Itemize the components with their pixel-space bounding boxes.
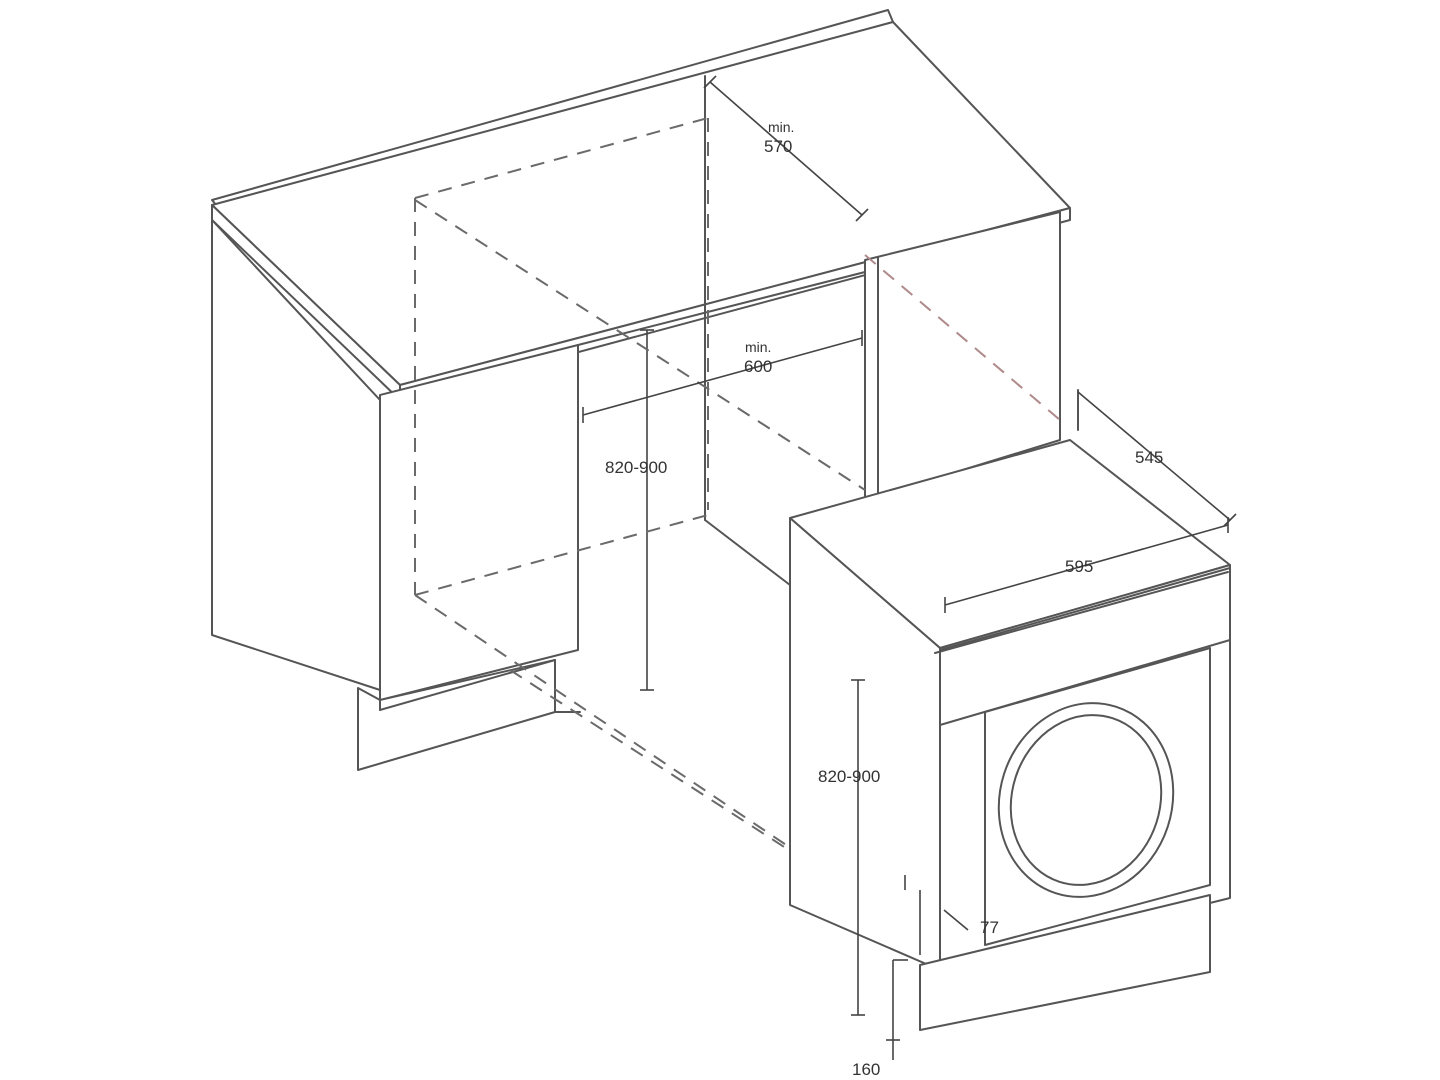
label-machine-depth: 545 xyxy=(1135,448,1163,467)
cabinet xyxy=(211,9,1071,771)
label-niche-height: 820-900 xyxy=(605,458,667,477)
dimension-labels: min. 570 min. 600 820-900 545 595 820-90… xyxy=(605,119,1163,1079)
label-machine-height: 820-900 xyxy=(818,767,880,786)
label-depth-min: min. xyxy=(768,119,794,135)
label-door-offset: 77 xyxy=(980,918,999,937)
porthole-inner xyxy=(1009,714,1163,886)
label-plinth-height: 160 xyxy=(852,1060,880,1079)
control-panel xyxy=(939,567,1231,726)
machine-plinth xyxy=(919,894,1211,1031)
dimension-lines xyxy=(582,75,1237,1060)
washing-machine xyxy=(789,439,1231,1031)
left-cabinet-front xyxy=(379,344,579,701)
label-depth-value: 570 xyxy=(764,137,792,156)
right-cabinet-front xyxy=(864,211,1061,501)
label-machine-width: 595 xyxy=(1065,557,1093,576)
label-width-min: min. xyxy=(745,339,771,355)
label-width-value: 600 xyxy=(744,357,772,376)
